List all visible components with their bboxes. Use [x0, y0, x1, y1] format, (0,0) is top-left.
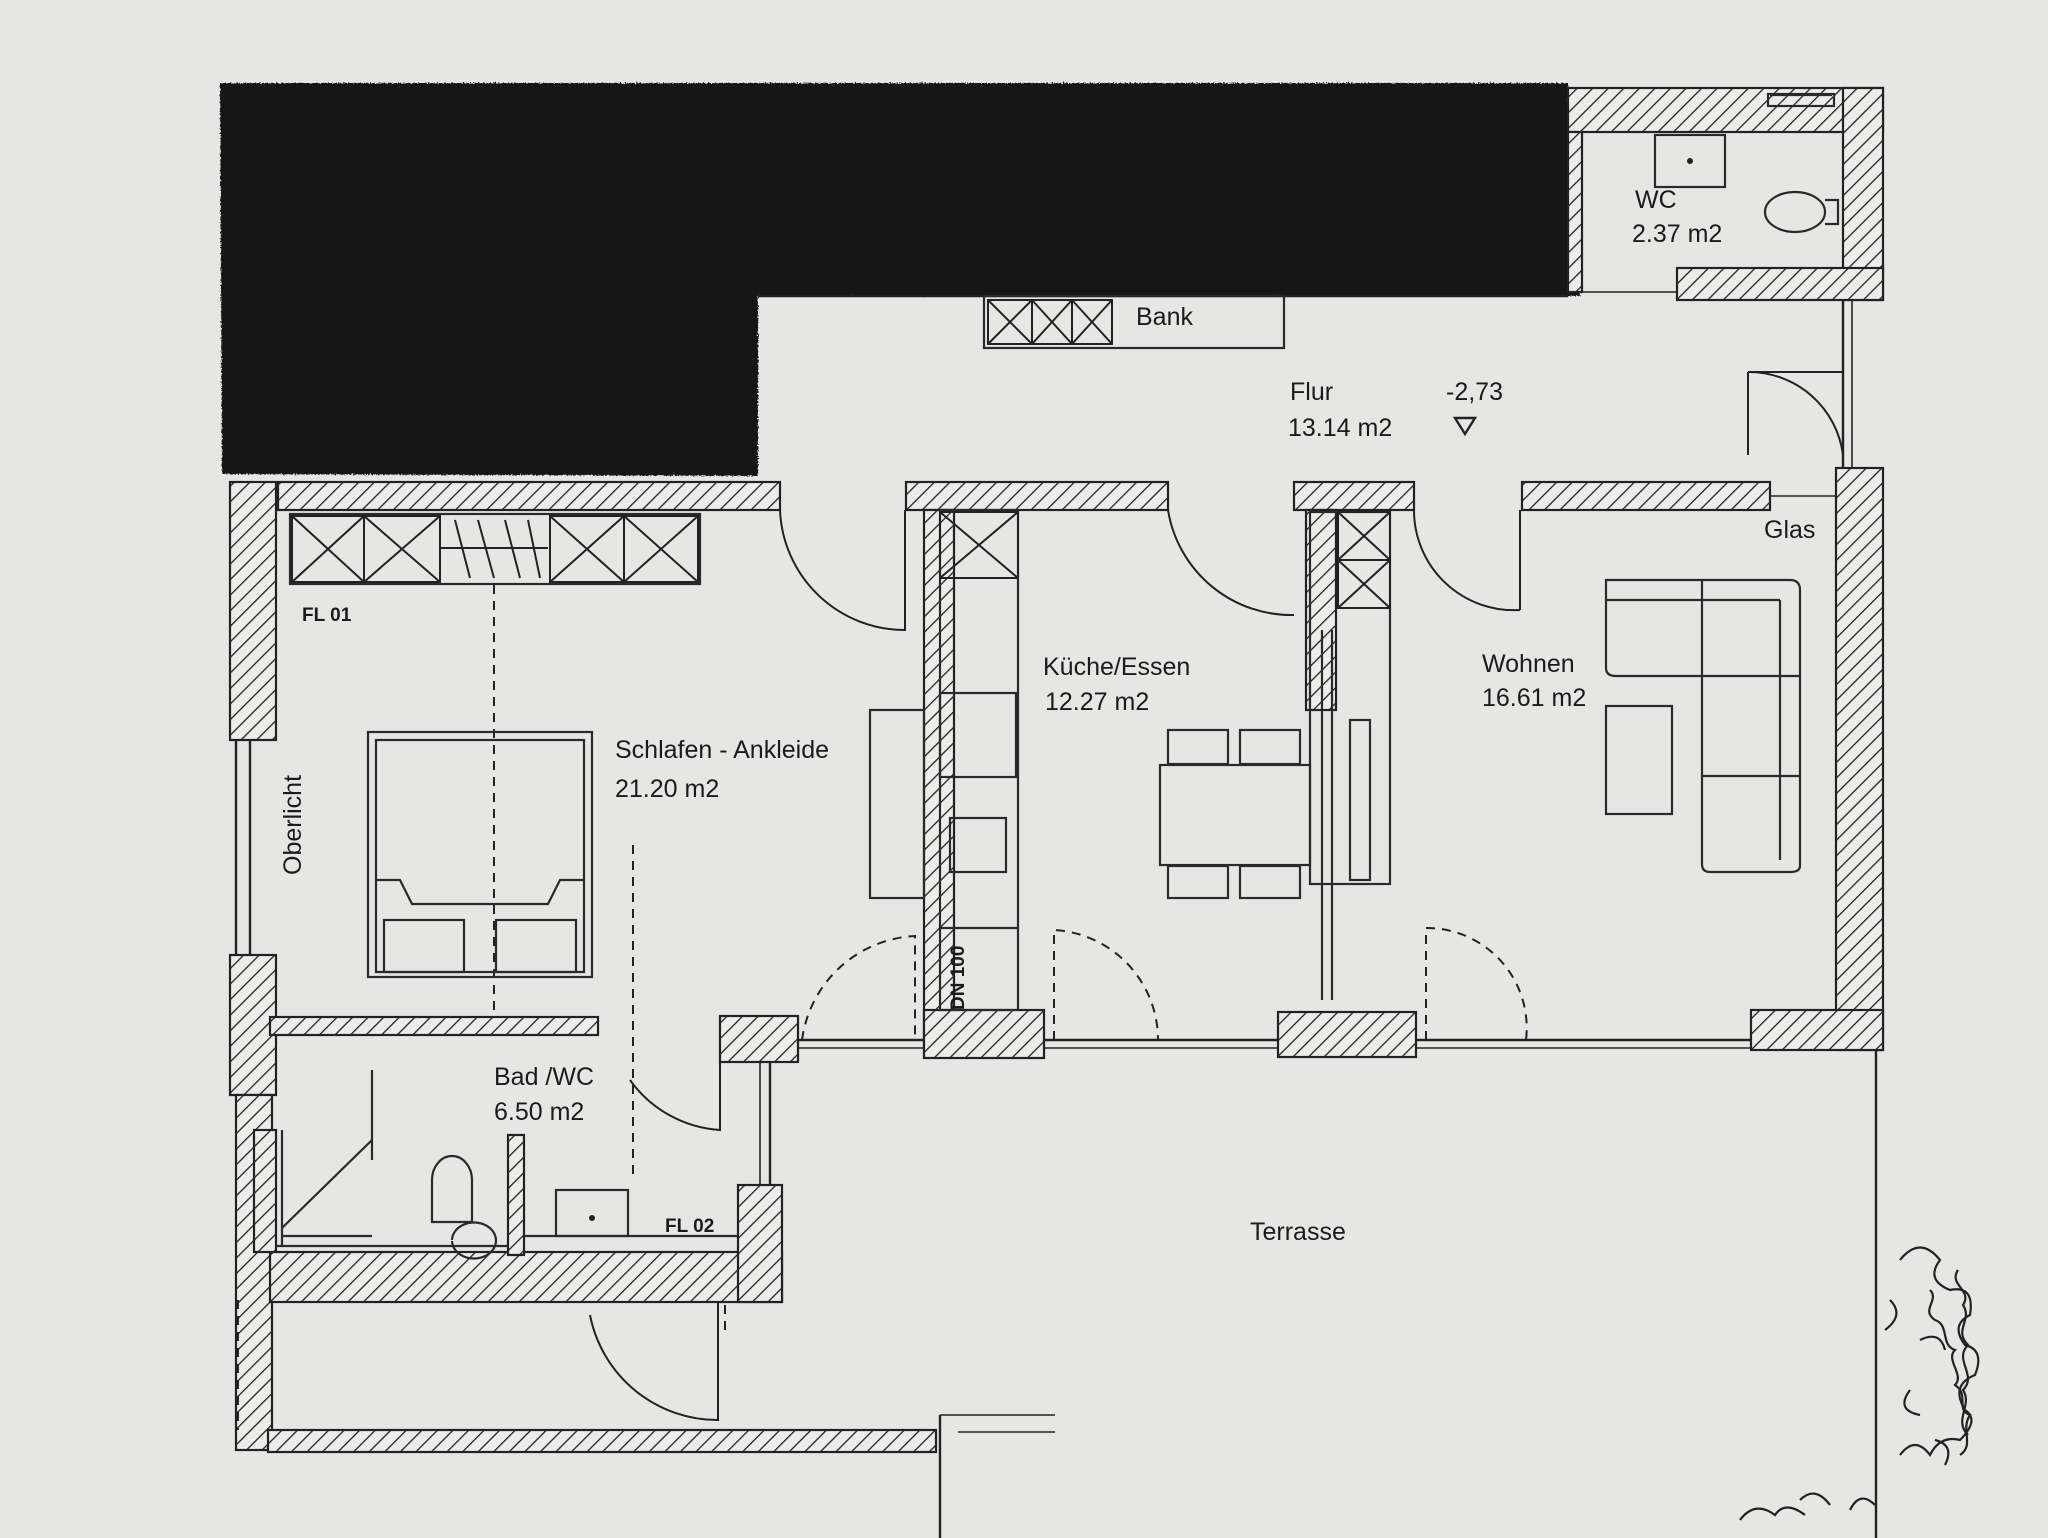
glas-label: Glas — [1764, 516, 1815, 544]
shrub — [1739, 1246, 1980, 1521]
doors — [589, 370, 1844, 1422]
fl02-label: FL 02 — [665, 1216, 714, 1237]
redaction-block — [220, 83, 1580, 476]
dn100-label: DN 100 — [948, 946, 969, 1010]
wohnen-room-area: 16.61 m2 — [1482, 684, 1586, 712]
wall — [1566, 130, 1584, 294]
oberlicht-label: Oberlicht — [279, 775, 307, 875]
bath-toilet — [430, 1154, 498, 1260]
room-divider — [1308, 510, 1392, 1000]
flur-room-area: 13.14 m2 — [1288, 414, 1392, 442]
shower — [280, 1070, 374, 1245]
wall — [252, 1128, 278, 1254]
wall — [506, 1133, 526, 1257]
fl01-label: FL 01 — [302, 605, 352, 626]
terrasse-label: Terrasse — [1250, 1218, 1346, 1246]
bed — [366, 730, 594, 979]
wall — [1749, 1008, 1885, 1052]
wall — [276, 480, 782, 512]
bad-room-area: 6.50 m2 — [494, 1098, 584, 1126]
schlafen-room-area: 21.20 m2 — [615, 775, 719, 803]
kueche-room-area: 12.27 m2 — [1045, 688, 1149, 716]
kitchen-counter — [868, 508, 1020, 1012]
bench — [982, 294, 1286, 350]
wall — [266, 1428, 938, 1454]
bench-label: Bank — [1136, 303, 1193, 331]
wall — [922, 1008, 1046, 1060]
wall — [228, 953, 278, 1097]
wall — [718, 1014, 800, 1064]
wall — [268, 1250, 784, 1304]
schlafen-room-name: Schlafen - Ankleide — [615, 736, 829, 764]
wohnen-room-name: Wohnen — [1482, 650, 1575, 678]
labels: WC 2.37 m2 Bank Flur 13.14 m2 -2,73 Glas… — [279, 186, 1815, 1246]
wall — [268, 1015, 600, 1037]
flur-level: -2,73 — [1446, 378, 1503, 406]
walls — [228, 86, 1885, 1454]
wall — [1834, 466, 1885, 1052]
level-marker-icon — [1452, 416, 1478, 437]
kueche-room-name: Küche/Essen — [1043, 653, 1190, 681]
wall — [736, 1183, 784, 1304]
wall — [1675, 266, 1885, 302]
wc-sink — [1653, 133, 1727, 189]
wardrobe — [288, 512, 702, 586]
wall — [1276, 1010, 1418, 1059]
furniture — [276, 92, 1840, 1260]
flur-room-name: Flur — [1290, 378, 1333, 406]
wall — [1292, 480, 1416, 512]
wc-room-name: WC — [1635, 186, 1677, 214]
wall — [1520, 480, 1772, 512]
wall — [1566, 86, 1885, 134]
bench-storage — [987, 299, 1113, 345]
wc-toilet — [1763, 190, 1840, 234]
wc-room-area: 2.37 m2 — [1632, 220, 1722, 248]
sofa — [1604, 578, 1802, 874]
bad-room-name: Bad /WC — [494, 1063, 594, 1091]
wall — [904, 480, 1170, 512]
wall — [228, 480, 278, 742]
